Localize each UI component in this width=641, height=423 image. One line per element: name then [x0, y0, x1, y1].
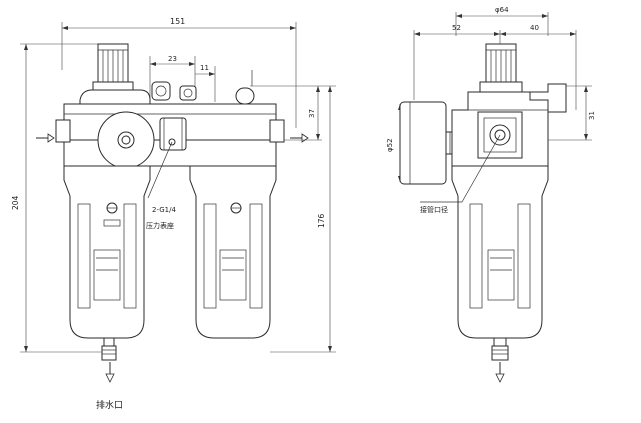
- drain-fitting-front: [101, 337, 117, 383]
- dim-label-11: 11: [200, 64, 209, 72]
- dim-height-37: 37: [276, 86, 322, 141]
- gauge-port-label: 压力表座: [146, 221, 174, 230]
- side-knob: [479, 43, 523, 93]
- regulator-knob: [92, 43, 134, 91]
- pipe-port-label: 接管口径: [420, 205, 448, 214]
- side-gauge: [399, 101, 461, 185]
- front-body: [55, 103, 285, 167]
- side-body: [451, 91, 549, 167]
- dim-label-31: 31: [588, 111, 596, 120]
- lubricator-bowl: [189, 165, 277, 339]
- dim-label-151: 151: [170, 17, 185, 26]
- dim-label-204: 204: [11, 195, 20, 210]
- pipe-port-callout: 接管口径: [420, 134, 501, 214]
- drain-fitting-side: [491, 337, 509, 383]
- dim-label-40: 40: [530, 24, 539, 32]
- filter-bowl: [63, 165, 151, 339]
- dim-total-height: 204: [11, 43, 108, 353]
- dim-label-52: 52: [452, 24, 461, 32]
- dim-label-37: 37: [308, 109, 316, 118]
- pressure-gauge-front: [97, 111, 155, 169]
- flow-arrows: [36, 133, 309, 143]
- dim-label-phi64: φ64: [495, 6, 509, 14]
- dim-label-phi52: φ52: [386, 138, 394, 152]
- dim-label-23: 23: [168, 55, 177, 63]
- dim-side-width: φ64 52 40: [413, 6, 577, 110]
- side-bowl: [451, 165, 549, 339]
- dim-label-176: 176: [317, 213, 326, 228]
- dim-front-width: 151: [61, 17, 297, 128]
- dim-bowl-height: 176: [250, 85, 336, 353]
- drain-label: 排水口: [96, 399, 123, 411]
- port-callout: 2-G1/4 压力表座: [146, 141, 176, 230]
- side-view: φ64 52 40 φ52 31: [386, 6, 596, 383]
- front-view: 151 204 176 37: [11, 17, 336, 411]
- port-thread-label: 2-G1/4: [152, 206, 176, 214]
